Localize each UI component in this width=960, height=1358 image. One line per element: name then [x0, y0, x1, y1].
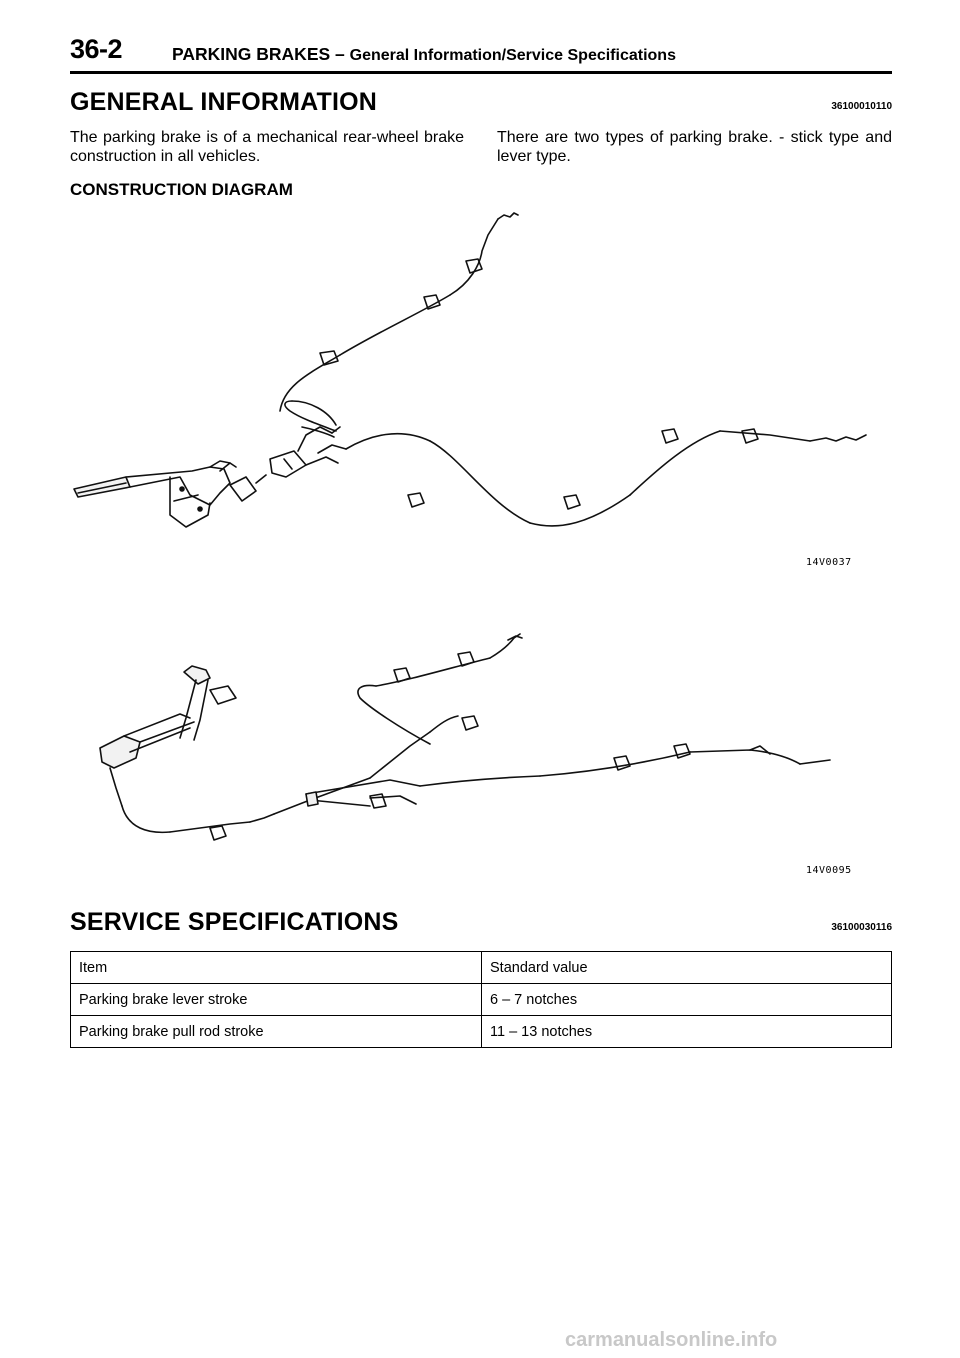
- table-cell-item: Parking brake pull rod stroke: [70, 1015, 482, 1048]
- table-header-item: Item: [70, 951, 482, 984]
- table-header-standard-value: Standard value: [481, 951, 892, 984]
- page-header: 36-2 PARKING BRAKES – General Informatio…: [70, 34, 892, 74]
- general-information-paragraph-left: The parking brake is of a mechanical rea…: [70, 129, 464, 165]
- figure1-code: 14V0037: [806, 557, 852, 568]
- service-specifications-code: 36100030116: [831, 922, 892, 933]
- service-specifications-table: Item Standard value Parking brake lever …: [70, 951, 892, 1048]
- header-title-main: PARKING BRAKES: [172, 44, 331, 64]
- table-cell-value: 6 – 7 notches: [481, 983, 892, 1016]
- service-specifications-title: SERVICE SPECIFICATIONS: [70, 908, 399, 936]
- page-number: 36-2: [70, 34, 123, 64]
- table-header-row: Item Standard value: [70, 951, 892, 984]
- construction-diagram-title: CONSTRUCTION DIAGRAM: [70, 180, 293, 199]
- general-information-title: GENERAL INFORMATION: [70, 88, 378, 116]
- parking-brake-lever-type-diagram: [99, 633, 831, 841]
- table-row: Parking brake lever stroke 6 – 7 notches: [70, 983, 892, 1016]
- table-cell-value: 11 – 13 notches: [481, 1015, 892, 1048]
- header-rule: [70, 71, 892, 74]
- general-information-paragraph-right: There are two types of parking brake. - …: [497, 129, 892, 165]
- figure2-code: 14V0095: [806, 865, 852, 876]
- general-information-code: 36100010110: [831, 101, 892, 112]
- header-title-dash: –: [330, 44, 350, 64]
- table-row: Parking brake pull rod stroke 11 – 13 no…: [70, 1015, 892, 1048]
- header-title: PARKING BRAKES – General Information/Ser…: [172, 44, 676, 65]
- header-title-sub: General Information/Service Specificatio…: [349, 47, 676, 64]
- table-cell-item: Parking brake lever stroke: [70, 983, 482, 1016]
- watermark: carmanualsonline.info: [565, 1329, 778, 1351]
- parking-brake-stick-type-diagram: [73, 212, 867, 528]
